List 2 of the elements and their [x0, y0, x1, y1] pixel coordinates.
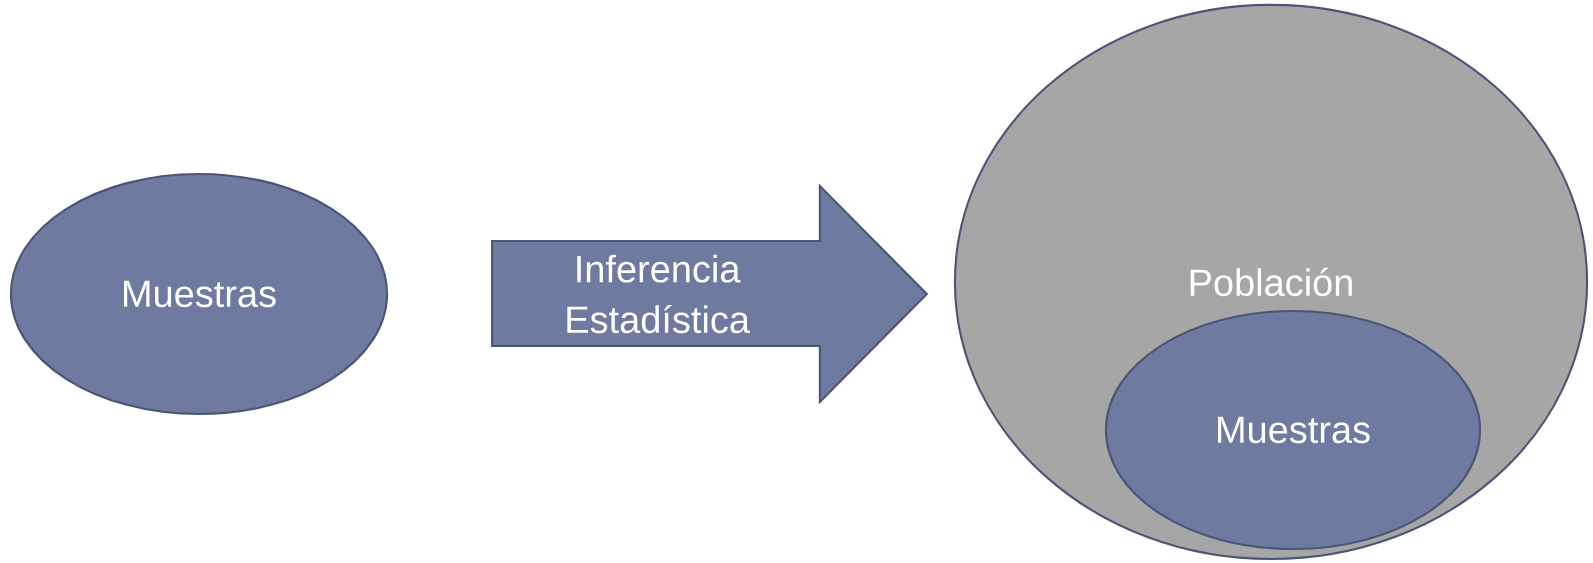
edge-label: Inferencia Estadística [567, 254, 750, 334]
block-arrow [491, 183, 929, 405]
